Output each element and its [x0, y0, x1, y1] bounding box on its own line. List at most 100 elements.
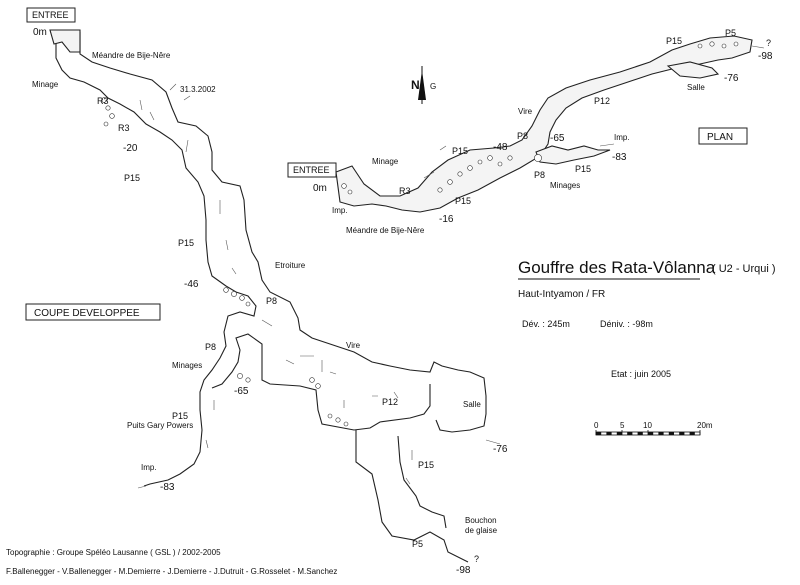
section-bouchon1-label: Bouchon	[465, 516, 497, 525]
scale-bar-segment	[668, 432, 674, 435]
scale-bar-segment	[637, 432, 643, 435]
plan-imp-label: Imp.	[332, 206, 348, 215]
plan-p8-label: P8	[517, 131, 528, 141]
section-depth-46: -46	[184, 279, 199, 290]
section-p15c-label: P15	[172, 411, 188, 421]
section-title-box	[25, 303, 161, 321]
plan-boulders	[341, 41, 739, 195]
section-boulders	[101, 97, 349, 427]
plan-p15a-label: P15	[455, 196, 471, 206]
section-r3a-label: R3	[97, 96, 109, 106]
scale-bar-segment	[596, 432, 602, 435]
plan-view: N G ENTREE 0m Imp. Minage R3 Méandre de …	[287, 28, 773, 235]
section-depth-98: -98	[456, 565, 471, 576]
section-minage-label: Minage	[32, 80, 59, 89]
section-cave-outline-left	[50, 31, 257, 487]
plan-p5-label: P5	[725, 28, 736, 38]
plan-p12-label: P12	[594, 96, 610, 106]
scale-bar-segment	[616, 432, 622, 435]
plan-minage-label: Minage	[372, 157, 399, 166]
section-p15a-label: P15	[124, 173, 140, 183]
plan-depth-16: -16	[439, 214, 454, 225]
section-puits-label: Puits Gary Powers	[127, 421, 193, 430]
scale-bar-segment	[648, 432, 654, 435]
plan-r3-label: R3	[399, 186, 411, 196]
plan-salle	[666, 61, 720, 79]
svg-text:N: N	[411, 78, 420, 92]
section-depth-76: -76	[493, 444, 508, 455]
plan-vire-label: Vire	[518, 107, 533, 116]
scale-tick-20: 20m	[697, 421, 713, 430]
plan-p15c-label: P15	[666, 36, 682, 46]
section-bouchon2-label: de glaise	[465, 526, 498, 535]
section-depth-20: -20	[123, 143, 138, 154]
scale-tick-10: 10	[643, 421, 652, 430]
section-entrance-label: ENTREE	[32, 10, 69, 20]
plan-salle-label: Salle	[687, 83, 705, 92]
section-imp-label: Imp.	[141, 463, 157, 472]
section-meandre-label: Méandre de Bije-Nêre	[92, 51, 171, 60]
north-arrow-icon: N G	[411, 66, 436, 104]
section-date-label: 31.3.2002	[180, 85, 216, 94]
survey-status: Etat : juin 2005	[611, 369, 671, 379]
plan-imp2-label: Imp.	[614, 133, 630, 142]
section-vire-label: Vire	[346, 341, 361, 350]
plan-p15d-label: P15	[575, 164, 591, 174]
cave-depth: Déniv. : -98m	[600, 319, 653, 329]
section-salle-label: Salle	[463, 400, 481, 409]
plan-flow-arrows	[423, 45, 765, 179]
plan-meandre-label: Méandre de Bije-Nêre	[346, 226, 425, 235]
section-depth-83: -83	[160, 482, 175, 493]
section-p8-label: P8	[266, 296, 277, 306]
plan-entrance-label: ENTREE	[293, 165, 330, 175]
plan-p15b-label: P15	[452, 146, 468, 156]
scale-bar-segment	[679, 432, 685, 435]
plan-depth-65: -65	[550, 133, 565, 144]
section-depth-0m: 0m	[33, 27, 47, 38]
scale-tick-0: 0	[594, 421, 599, 430]
credits-line-1: Topographie : Groupe Spéléo Lausanne ( G…	[6, 548, 221, 557]
plan-question-label: ?	[766, 38, 771, 48]
cave-development: Dév. : 245m	[522, 319, 570, 329]
section-question-label: ?	[474, 554, 479, 564]
section-wall-details	[139, 99, 413, 485]
section-cave-lower	[211, 333, 431, 431]
plan-minages-label: Minages	[550, 181, 580, 190]
section-p8b-label: P8	[205, 342, 216, 352]
plan-depth-0m: 0m	[313, 183, 327, 194]
scale-bar: 0 5 10 20m	[594, 421, 713, 436]
section-r3b-label: R3	[118, 123, 130, 133]
credits-line-2: F.Ballenegger - V.Ballenegger - M.Demier…	[6, 567, 337, 576]
section-cave-bottom	[355, 430, 469, 563]
cave-title: Gouffre des Rata-Vôlanna	[518, 258, 716, 277]
plan-depth-48: -48	[493, 142, 508, 153]
title-block: Gouffre des Rata-Vôlanna ( U2 - Urqui ) …	[518, 258, 776, 379]
plan-branch-83	[535, 145, 611, 165]
section-p15d-label: P15	[418, 460, 434, 470]
section-title-label: COUPE DEVELOPPEE	[34, 308, 140, 319]
plan-depth-98: -98	[758, 51, 773, 62]
scale-bar-segment	[627, 432, 633, 435]
plan-cave-outline	[335, 35, 753, 213]
section-minages-label: Minages	[172, 361, 202, 370]
plan-p8b-label: P8	[534, 170, 545, 180]
section-cave-outline-right	[79, 32, 487, 433]
section-view: ENTREE 0m Méandre de Bije-Nêre Minage 31…	[25, 7, 508, 576]
plan-title-box	[698, 127, 748, 145]
svg-text:G: G	[430, 82, 436, 91]
cave-location: Haut-Intyamon / FR	[518, 289, 605, 300]
section-entrance-box	[26, 7, 76, 23]
section-etroiture-label: Etroiture	[275, 261, 306, 270]
scale-bar-segment	[606, 432, 612, 435]
section-p12-label: P12	[382, 397, 398, 407]
scale-bar-segment	[658, 432, 664, 435]
section-depth-65: -65	[234, 386, 249, 397]
plan-entrance-box	[287, 162, 337, 178]
section-p5-label: P5	[412, 539, 423, 549]
section-flow-arrow	[137, 83, 501, 489]
section-p15b-label: P15	[178, 238, 194, 248]
plan-depth-83: -83	[612, 152, 627, 163]
scale-tick-5: 5	[620, 421, 625, 430]
plan-depth-76: -76	[724, 73, 739, 84]
